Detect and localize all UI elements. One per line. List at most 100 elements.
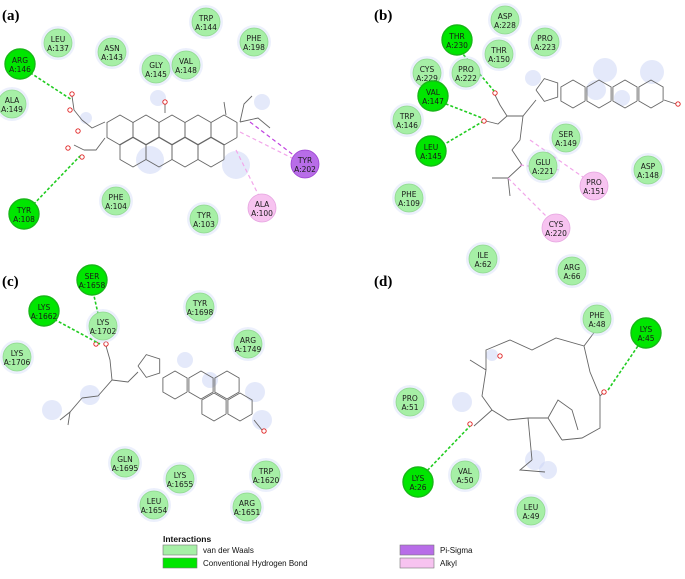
ligand-bond (469, 359, 487, 371)
ligand-bond (105, 345, 113, 381)
residue-disc (185, 292, 215, 322)
residue-id: A:145 (420, 152, 442, 161)
ligand-bond (84, 137, 106, 151)
residue-name: PHE (247, 34, 262, 43)
residue-id: A:1662 (31, 312, 58, 321)
ligand-bond (492, 164, 523, 179)
residue-disc (191, 7, 221, 37)
legend-label: Pi-Sigma (440, 546, 473, 555)
residue-disc (557, 256, 587, 286)
alkyl-interaction-line (529, 139, 591, 183)
solvent-halo (254, 94, 270, 110)
ligand-bond (67, 411, 71, 426)
solvent-halo (525, 70, 541, 86)
residue-disc (417, 80, 449, 112)
legend-swatch (162, 557, 198, 569)
oxygen-atom (79, 154, 85, 160)
residue-disc (139, 490, 169, 520)
oxygen-atom (162, 99, 168, 105)
ligand-bond (106, 114, 134, 146)
residue-disc (402, 466, 434, 498)
residue-name: ILE (477, 251, 488, 260)
legend-swatch (399, 544, 435, 556)
residue-id: A:148 (637, 171, 659, 180)
residue-disc (101, 186, 131, 216)
alkyl-interaction-line (235, 149, 263, 203)
residue-id: A:26 (409, 483, 426, 492)
solvent-halo (640, 60, 664, 84)
residue-id: A:45 (637, 334, 654, 343)
residue-name: ARG (12, 56, 28, 65)
residue-disc (232, 492, 262, 522)
residue-name: PRO (458, 65, 474, 74)
solvent-halo (614, 90, 630, 106)
ligand-bond (197, 136, 225, 168)
ligand-a (25, 69, 301, 209)
ligand-bond (223, 101, 227, 116)
residue-name: ASN (104, 44, 120, 53)
residue-name: TYR (192, 299, 207, 308)
residue-disc (630, 317, 662, 349)
residue-name: ALA (255, 200, 270, 209)
residue-disc (239, 27, 269, 57)
residue-name: GLN (117, 455, 133, 464)
ligand-bond (535, 78, 559, 102)
ligand-bond (73, 144, 85, 151)
ligand-bond (638, 79, 664, 109)
solvent-halo (42, 400, 62, 420)
ligand-bond (481, 369, 563, 441)
residue-disc (165, 464, 195, 494)
residue-id: A:100 (251, 209, 273, 218)
residue-id: A:137 (47, 44, 69, 53)
hbond-interaction-line (456, 46, 495, 92)
residue-id: A:1658 (79, 281, 106, 290)
